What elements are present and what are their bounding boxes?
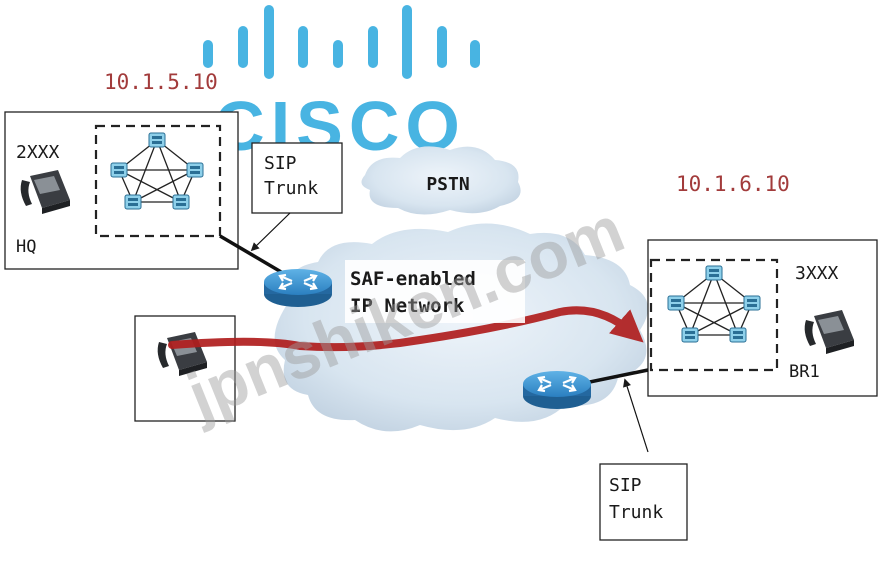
br1-extension: 3XXX — [795, 263, 839, 284]
sip-trunk-line2: Trunk — [609, 502, 663, 523]
saf-label-line1: SAF-enabled — [350, 268, 476, 290]
br1-site: 3XXX BR1 — [647, 239, 878, 397]
cisco-logo: CISCO — [203, 5, 480, 165]
saf-network-label: SAF-enabled IP Network — [345, 260, 525, 323]
sip-trunk-pointer — [250, 212, 291, 252]
router-icon — [262, 267, 334, 309]
sip-trunk-line1: SIP — [264, 153, 297, 174]
hq-ip-address: 10.1.5.10 — [104, 70, 218, 94]
router-icon — [521, 369, 593, 411]
pstn-label: PSTN — [426, 174, 469, 195]
call-path-arrow — [168, 306, 644, 352]
saf-label-line2: IP Network — [350, 295, 465, 317]
br1-cluster-frame — [649, 258, 779, 372]
remote-phone — [134, 315, 236, 422]
sip-trunk-line2: Trunk — [264, 178, 318, 199]
pstn-cloud: PSTN — [361, 146, 521, 215]
br1-ip-address: 10.1.6.10 — [676, 172, 790, 196]
hq-extension: 2XXX — [16, 142, 60, 163]
sip-trunk-pointer — [623, 378, 649, 453]
br1-trunk-link — [579, 368, 649, 386]
sip-trunk-callout-br1: SIP Trunk — [599, 378, 688, 541]
sip-trunk-line1: SIP — [609, 475, 642, 496]
sip-trunk-callout-hq: SIP Trunk — [250, 142, 343, 252]
hq-site-label: HQ — [16, 237, 36, 257]
hq-cluster-frame — [94, 124, 222, 238]
hq-site: 2XXX HQ — [4, 111, 239, 270]
hq-trunk-link — [219, 234, 289, 278]
br1-site-label: BR1 — [789, 362, 820, 382]
